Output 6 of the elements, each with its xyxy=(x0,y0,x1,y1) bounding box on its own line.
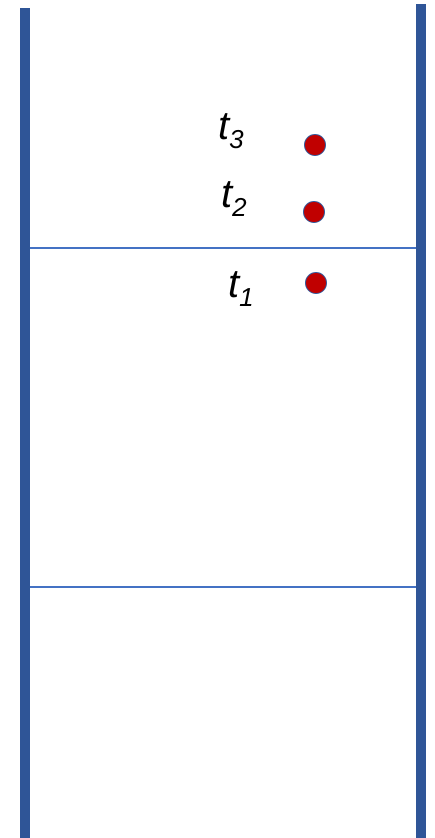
time-label: t$_{1}$ xyxy=(228,262,254,314)
time-label: t$_{3}$ xyxy=(218,104,244,156)
dot-marker xyxy=(303,201,325,223)
dot-marker xyxy=(305,272,327,294)
dot-marker xyxy=(304,134,326,156)
time-label: t$_{2}$ xyxy=(221,172,247,224)
